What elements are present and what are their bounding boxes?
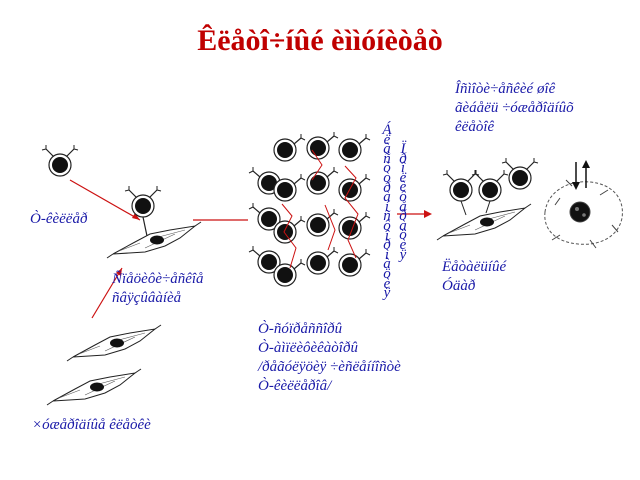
arrow-binding [69,179,141,221]
lysed-cell [544,160,623,249]
t-killer-cell [41,144,79,177]
osmotic-shock-label: Îñìîòè÷åñêèé øîê ãèáåëü ÷óæåðîäíûõ êëåòî… [455,81,574,135]
target-cell [46,368,142,406]
t-killer-bound [124,185,162,218]
lethal-hit-label: Ëåòàëüíûé Óäàð [442,259,507,294]
attacking-cells [436,157,539,241]
target-cell [66,324,162,362]
t-killer-label: Ò-êèëëåð [30,211,88,227]
target-cells-label: ×óæåðîäíûå êëåòêè [32,417,151,433]
t-subsets-label: Ò-ñóïðåññîðû Ò-àìïëèôèêàòîðû /ðåãóëÿöèÿ … [258,321,401,394]
page-title: Êëåòî÷íûé èììóíèòåò [197,24,443,57]
arrow-targets [91,267,123,319]
specific-binding-label: Ñïåöèôè÷åñêîå ñâÿçûâàíèå [112,271,204,306]
target-cell-bound [106,221,202,259]
proliferating-cells [248,131,371,287]
